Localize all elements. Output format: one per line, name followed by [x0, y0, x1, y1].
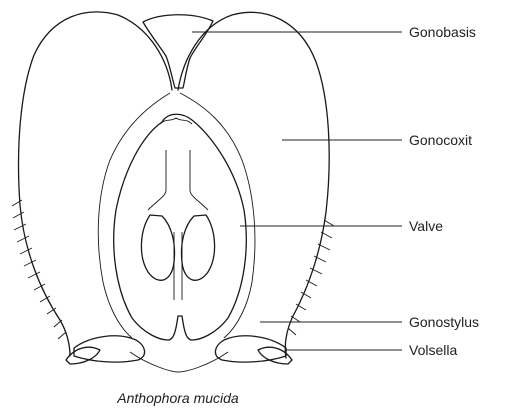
label-gonostylus: Gonostylus: [409, 314, 479, 330]
leader-lines: [192, 32, 402, 350]
label-valve: Valve: [409, 218, 443, 234]
label-gonocoxit: Gonocoxit: [409, 132, 472, 148]
label-volsella: Volsella: [409, 342, 457, 358]
volsella-shape: [66, 347, 292, 372]
right-setae: [288, 220, 334, 335]
gonostylus-shape: [74, 336, 286, 362]
left-setae: [12, 200, 66, 339]
gonobasis-shape: [143, 15, 213, 88]
right-gonocoxit-shape: [178, 12, 329, 358]
left-gonocoxit-shape: [19, 12, 172, 356]
figure-caption: Anthophora mucida: [116, 390, 239, 406]
valve-shape: [114, 114, 247, 340]
label-gonobasis: Gonobasis: [409, 24, 476, 40]
